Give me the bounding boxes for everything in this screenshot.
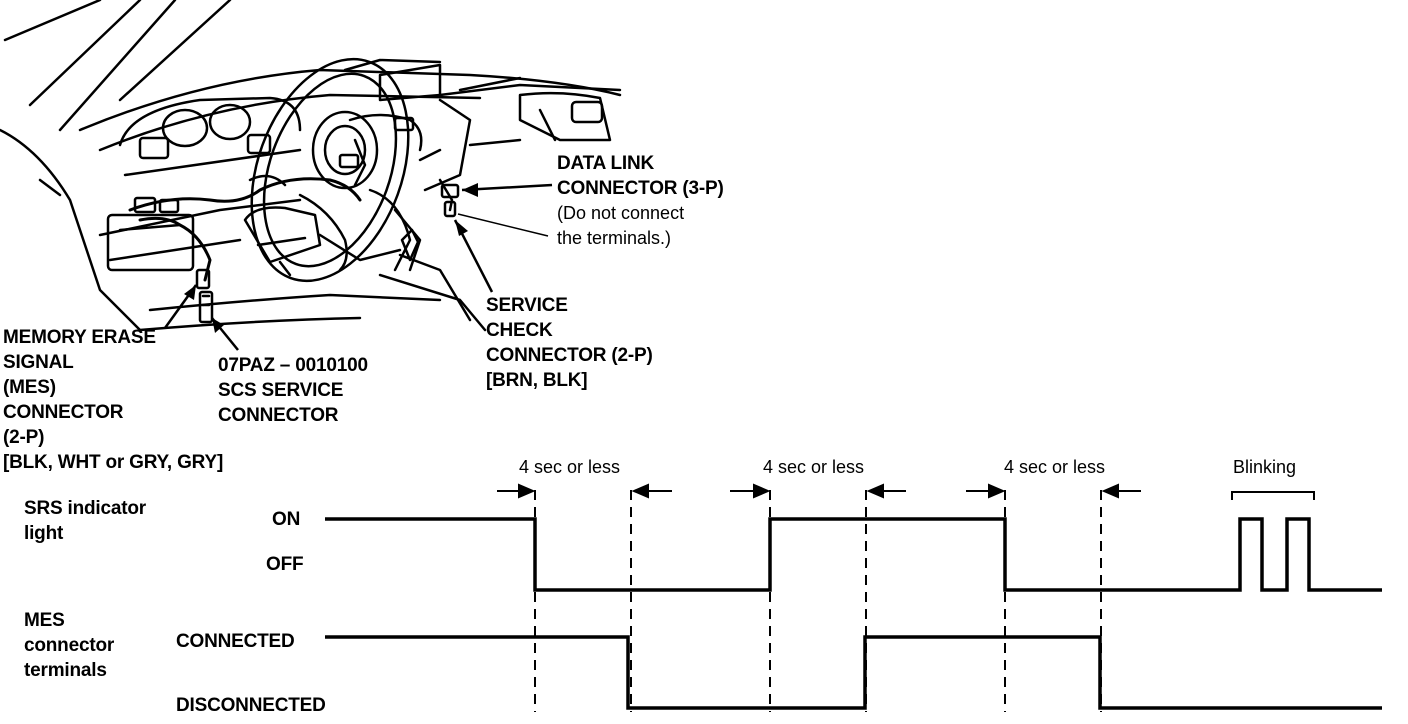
srs-label-line: light [24,523,64,544]
mes-connector-line: (MES) [3,377,56,398]
scs-connector-label: 07PAZ – 0010100 SCS SERVICE CONNECTOR [218,353,368,428]
srs-state-off: OFF [266,554,304,575]
srs-label-line: SRS indicator [24,498,146,519]
data-link-connector-label: DATA LINK CONNECTOR (3-P) [557,151,724,201]
mes-connector-line: [BLK, WHT or GRY, GRY] [3,452,224,473]
srs-state-on: ON [272,509,301,530]
scs-connector-line: 07PAZ – 0010100 [218,355,368,376]
mes-state-connected: CONNECTED [176,631,295,652]
service-check-line: CONNECTOR (2-P) [486,345,653,366]
srs-row-label: SRS indicator light [24,496,146,546]
scs-connector-line: SCS SERVICE [218,380,344,401]
mes-label-line: connector [24,635,115,656]
service-check-connector-label: SERVICE CHECK CONNECTOR (2-P) [BRN, BLK] [486,293,653,393]
mes-row-label: MES connector terminals [24,608,114,683]
interval-label: 4 sec or less [1004,457,1106,477]
mes-connector-line: CONNECTOR [3,402,124,423]
data-link-title-line: CONNECTOR (3-P) [557,178,724,199]
mes-connector-line: (2-P) [3,427,45,448]
mes-connector-label: MEMORY ERASE SIGNAL (MES) CONNECTOR (2-P… [3,325,223,475]
mes-connector-line: MEMORY ERASE [3,327,156,348]
service-check-line: [BRN, BLK] [486,370,588,391]
srs-waveform [325,517,1382,592]
mes-connector-line: SIGNAL [3,352,74,373]
scs-connector-line: CONNECTOR [218,405,339,426]
mes-label-line: MES [24,610,65,631]
service-check-line: CHECK [486,320,553,341]
mes-label-line: terminals [24,660,107,681]
mes-waveform [325,635,1382,710]
data-link-note-line: the terminals.) [557,228,672,248]
data-link-note: (Do not connect the terminals.) [557,201,684,251]
data-link-note-line: (Do not connect [557,203,685,223]
interval-label: 4 sec or less [763,457,865,477]
service-check-line: SERVICE [486,295,568,316]
blinking-bracket [1231,491,1315,500]
blinking-label: Blinking [1233,457,1297,477]
data-link-title-line: DATA LINK [557,153,655,174]
interval-label: 4 sec or less [519,457,621,477]
mes-state-disconnected: DISCONNECTED [176,695,326,716]
